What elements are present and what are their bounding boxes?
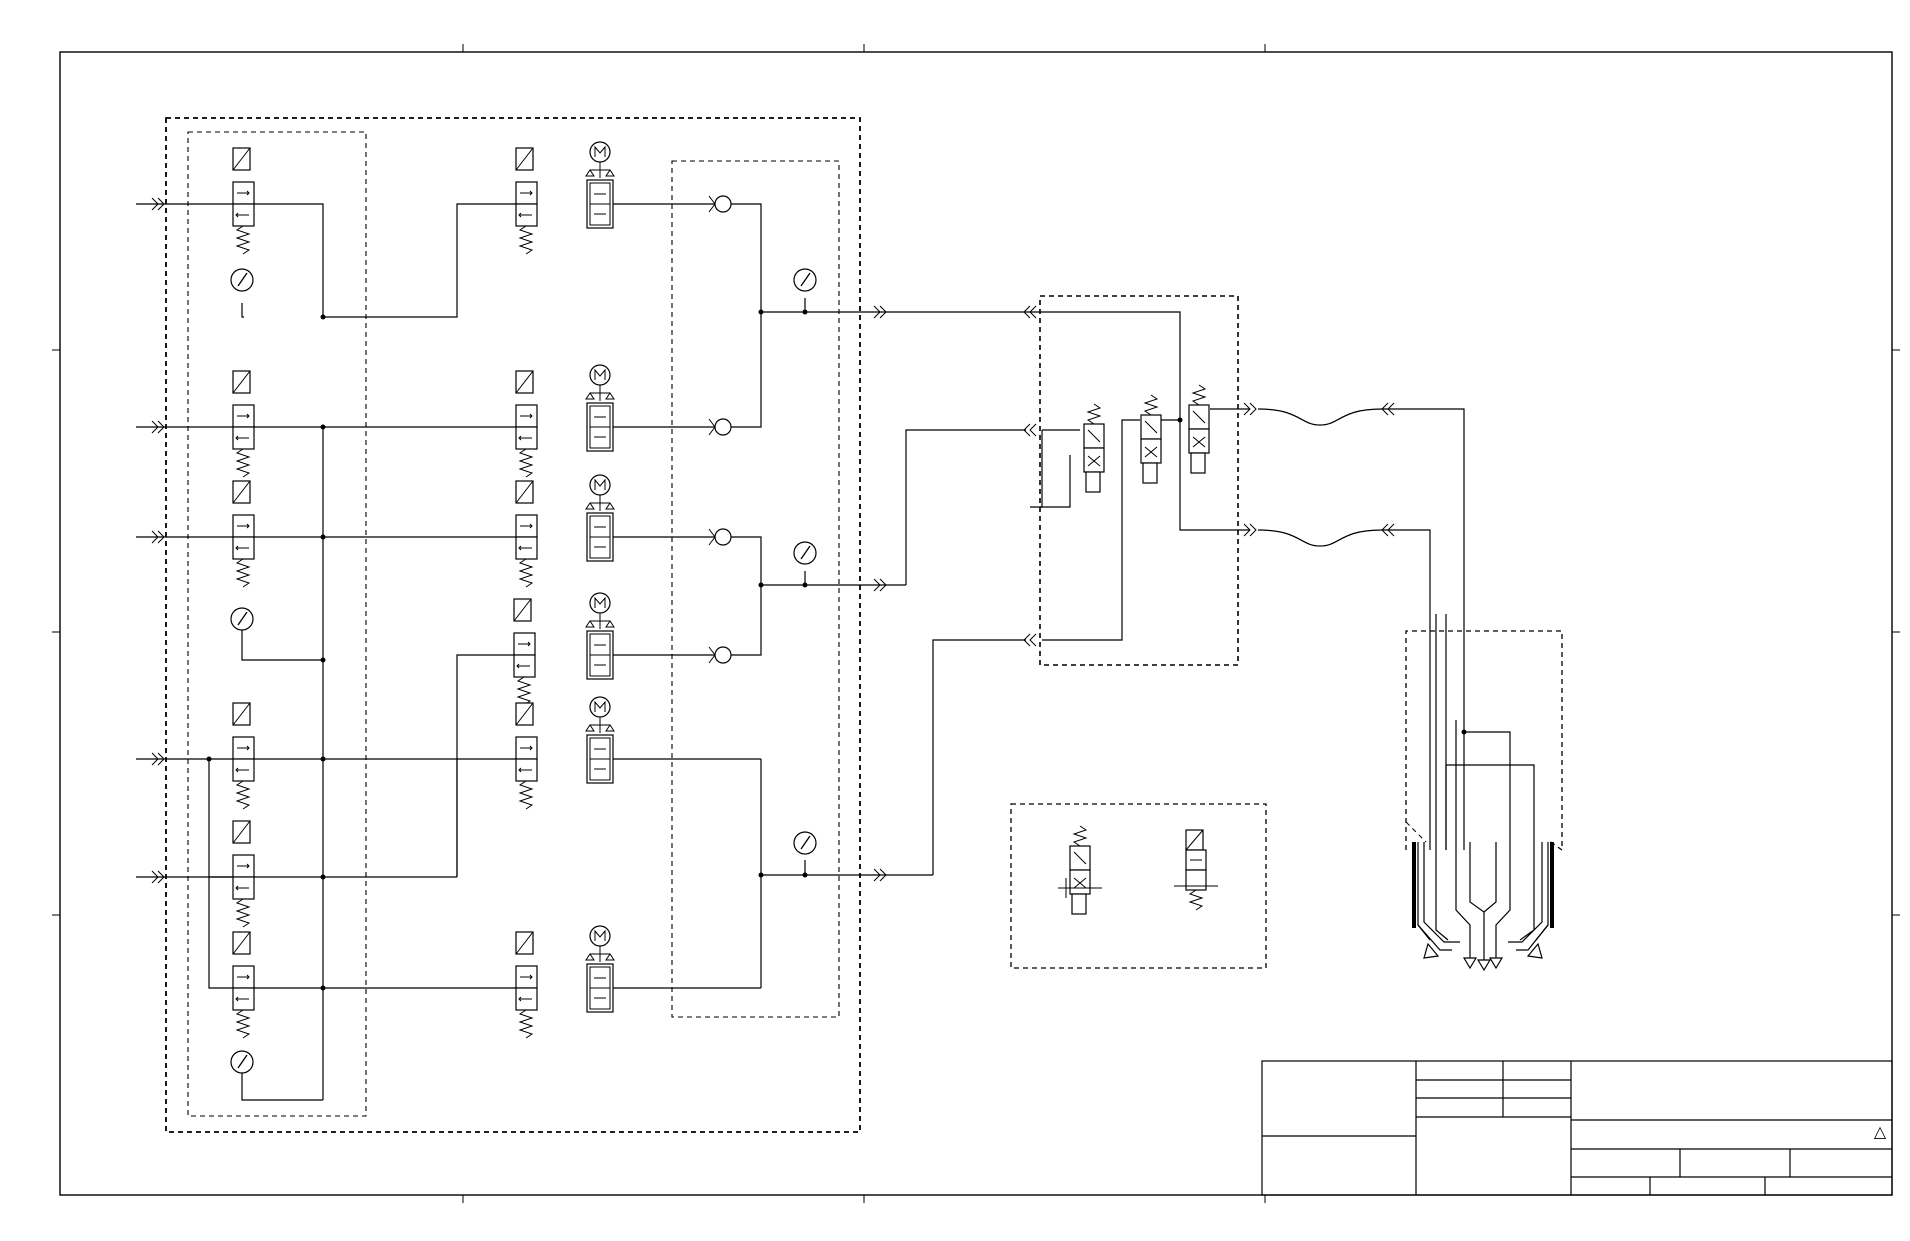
switching-valves xyxy=(1083,384,1210,493)
revision-symbol: △ xyxy=(1874,1124,1887,1141)
legend-valve-symbols xyxy=(1058,825,1218,915)
mid-solenoid-valves xyxy=(513,147,538,1039)
nozzle-enclosure xyxy=(1405,630,1563,852)
check-valves xyxy=(708,195,732,664)
pipework xyxy=(136,203,1535,1101)
quick-couplings xyxy=(151,197,1395,884)
switching-valve-enclosure xyxy=(1039,295,1239,666)
sheet-border xyxy=(52,44,1900,1203)
valve-manifold-enclosure xyxy=(165,117,861,1133)
nozzle-assembly xyxy=(1412,842,1554,972)
manual-actuators xyxy=(585,141,615,1013)
junction-dots xyxy=(206,309,1467,991)
legend-enclosure xyxy=(1010,803,1267,969)
title-block xyxy=(1261,1060,1893,1196)
